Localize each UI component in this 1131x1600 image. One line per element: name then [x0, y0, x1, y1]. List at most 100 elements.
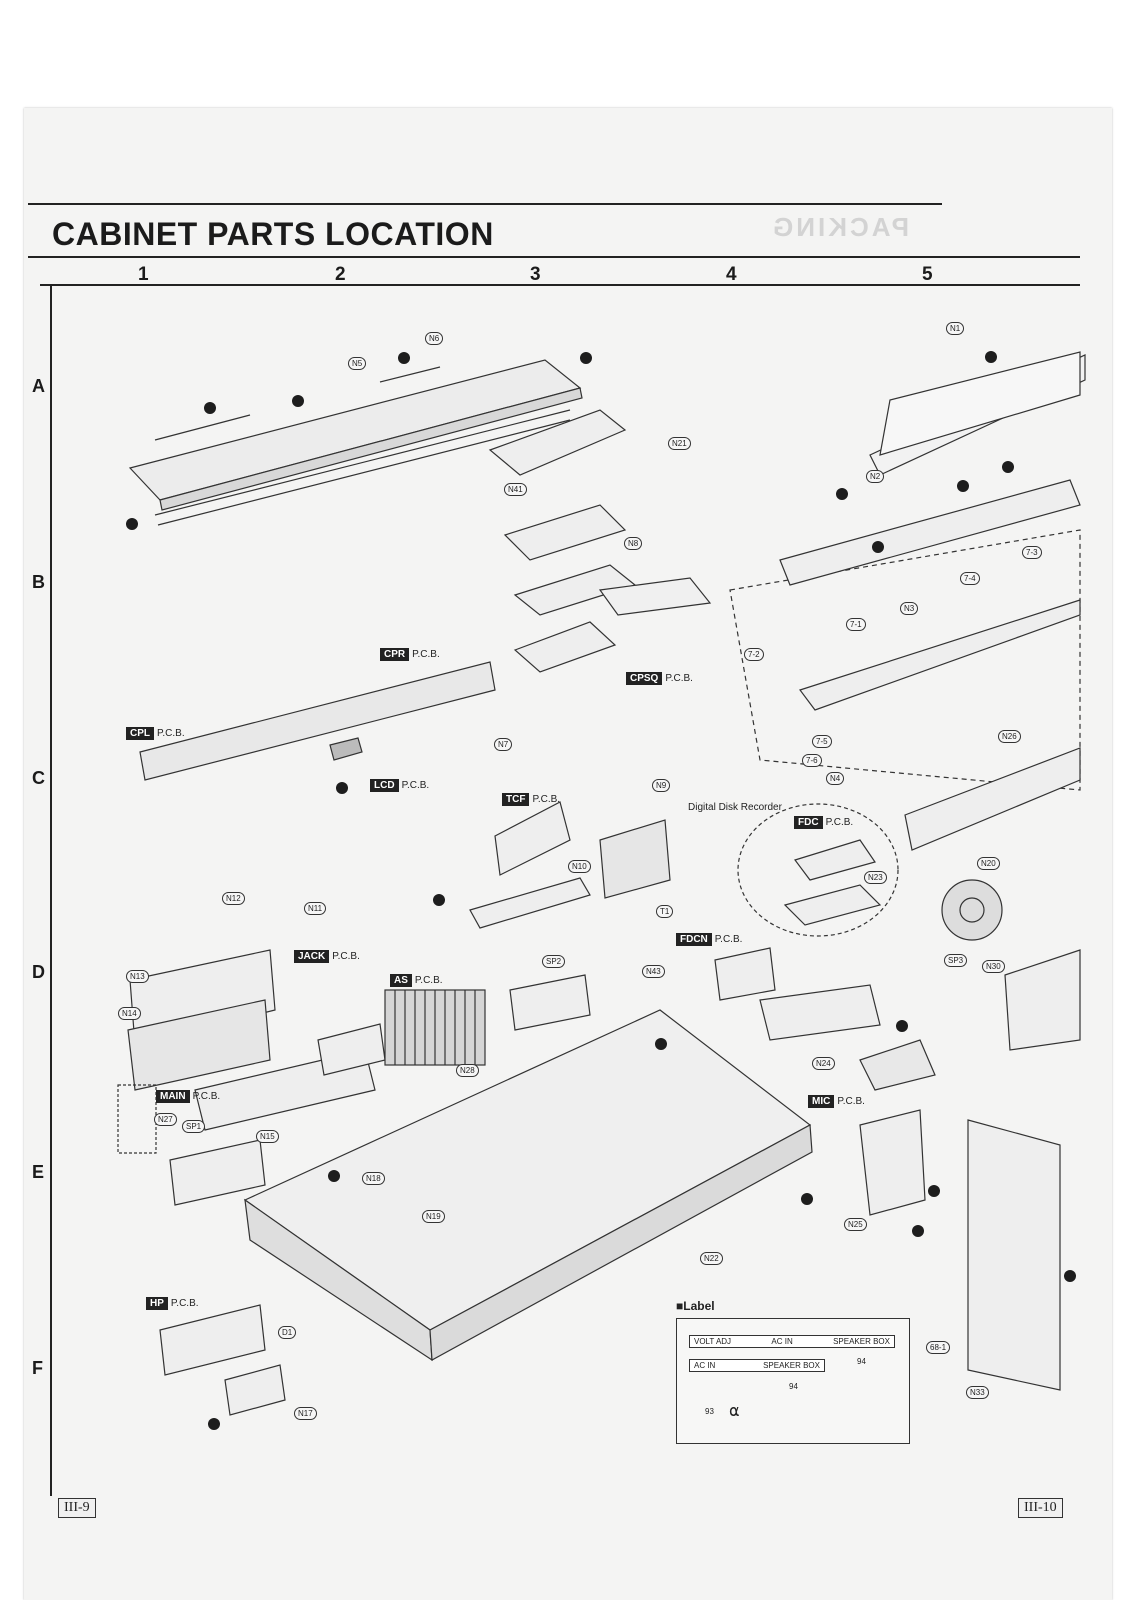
grid-column-1: 1: [138, 264, 149, 285]
lcd-pcb-tag: LCD P.C.B.: [370, 779, 429, 792]
part-marker: [126, 518, 138, 530]
cpsq-board: [513, 621, 617, 673]
part-marker: [398, 352, 410, 364]
part-marker: [433, 894, 445, 906]
part-marker: [836, 488, 848, 500]
part-marker: [985, 351, 997, 363]
callout-t1: T1: [656, 905, 674, 918]
mic-cover: [859, 1039, 936, 1091]
cpr-pcb-tag: CPR P.C.B.: [380, 648, 440, 661]
callout-n41: N41: [504, 483, 527, 496]
label-headphone-number: 93: [705, 1407, 714, 1416]
callout-n7: N7: [494, 738, 513, 751]
callout-n1: N1: [946, 322, 965, 335]
callout-n30: N30: [982, 960, 1005, 973]
callout-sp2: SP2: [542, 955, 566, 968]
grid-row-a: A: [32, 376, 45, 396]
board-suffix: P.C.B.: [401, 780, 430, 791]
cpl-pcb-tag: CPL P.C.B.: [126, 727, 185, 740]
callout-n18: N18: [362, 1172, 385, 1185]
callout-n3: N3: [900, 602, 919, 615]
fdcn-pcb-tag: FDCN P.C.B.: [676, 933, 742, 946]
callout-n43: N43: [642, 965, 665, 978]
callout-sp1: SP1: [182, 1120, 206, 1133]
part-marker: [896, 1020, 908, 1032]
grid-row-f: F: [32, 1358, 43, 1378]
callout-n15: N15: [256, 1130, 279, 1143]
hp-bracket: [224, 1364, 286, 1416]
callout-n8: N8: [624, 537, 643, 550]
part-marker: [204, 402, 216, 414]
tcf-board: [494, 801, 571, 876]
callout-n21: N21: [668, 437, 691, 450]
hp-pcb-tag: HP P.C.B.: [146, 1297, 199, 1310]
callout-n10: N10: [568, 860, 591, 873]
board-name: FDCN: [676, 933, 712, 946]
side-leg: [967, 1119, 1061, 1391]
tcf-pcb-tag: TCF P.C.B.: [502, 793, 560, 806]
callout-n2: N2: [866, 470, 885, 483]
sp1-speaker: [169, 1139, 266, 1206]
grid-row-c: C: [32, 768, 45, 788]
label-row-1: VOLT ADJ AC IN SPEAKER BOX: [689, 1335, 895, 1348]
mic-board: [859, 1109, 926, 1216]
callout-n20: N20: [977, 857, 1000, 870]
board-name: MIC: [808, 1095, 835, 1108]
mic-pcb-tag: MIC P.C.B.: [808, 1095, 865, 1108]
label-heading: ■Label: [676, 1299, 715, 1313]
control-panel-edge: [159, 387, 583, 511]
callout-n13: N13: [126, 970, 149, 983]
main-detail-box: [117, 1084, 157, 1154]
music-rest-group: [729, 529, 1081, 791]
callout-7-3: 7-3: [1022, 546, 1042, 559]
page-number-right: III-10: [1018, 1498, 1063, 1518]
headphone-icon: ⍺: [729, 1403, 740, 1420]
grid-row-d: D: [32, 962, 45, 982]
tcf-bracket: [469, 877, 591, 929]
callout-n24: N24: [812, 1057, 835, 1070]
board-suffix: P.C.B.: [332, 951, 360, 962]
grid-column-3: 3: [530, 264, 541, 285]
sp2-speaker: [509, 974, 591, 1031]
callout-n14: N14: [118, 1007, 141, 1020]
part-marker: [912, 1225, 924, 1237]
label-speaker-box: SPEAKER BOX: [833, 1337, 890, 1346]
board-name: LCD: [370, 779, 399, 792]
board-name: TCF: [502, 793, 530, 806]
part-marker: [580, 352, 592, 364]
digital-disk-recorder-label: Digital Disk Recorder: [688, 802, 782, 813]
callout-n25: N25: [844, 1218, 867, 1231]
board-name: JACK: [294, 950, 330, 963]
page-number-left: III-9: [58, 1498, 96, 1518]
as-board: [317, 1023, 386, 1076]
main-pcb-tag: MAIN P.C.B.: [156, 1090, 220, 1103]
disk-drive: [783, 884, 882, 926]
callout-n9: N9: [652, 779, 671, 792]
flat-cable: [598, 577, 712, 616]
part-marker: [1002, 461, 1014, 473]
part-marker: [208, 1418, 220, 1430]
board-suffix: P.C.B.: [665, 673, 693, 684]
disk-recorder-outline: [737, 803, 899, 937]
page-title: CABINET PARTS LOCATION: [52, 216, 494, 252]
part-marker: [1064, 1270, 1076, 1282]
callout-n12: N12: [222, 892, 245, 905]
speaker-panel: [904, 747, 1081, 851]
board-name: AS: [390, 974, 412, 987]
label-volt-adj: VOLT ADJ: [694, 1337, 732, 1346]
fdcn-bracket: [759, 984, 881, 1041]
fdc-board: [794, 839, 876, 881]
board-suffix: P.C.B.: [157, 728, 185, 739]
music-rest-7-1: [799, 599, 1081, 711]
label-row-1-number: 94: [857, 1357, 866, 1366]
board-name: CPSQ: [626, 672, 663, 685]
callout-n6: N6: [425, 332, 444, 345]
board-suffix: P.C.B.: [414, 975, 443, 986]
callout-sp3: SP3: [944, 954, 968, 967]
label-panel: VOLT ADJ AC IN SPEAKER BOX 94 AC IN SPEA…: [676, 1318, 910, 1444]
part-marker: [957, 480, 969, 492]
panel-bracket: [488, 409, 627, 476]
board-name: MAIN: [156, 1090, 190, 1103]
callout-7-1: 7-1: [846, 618, 866, 631]
lcd-board: [329, 737, 363, 761]
